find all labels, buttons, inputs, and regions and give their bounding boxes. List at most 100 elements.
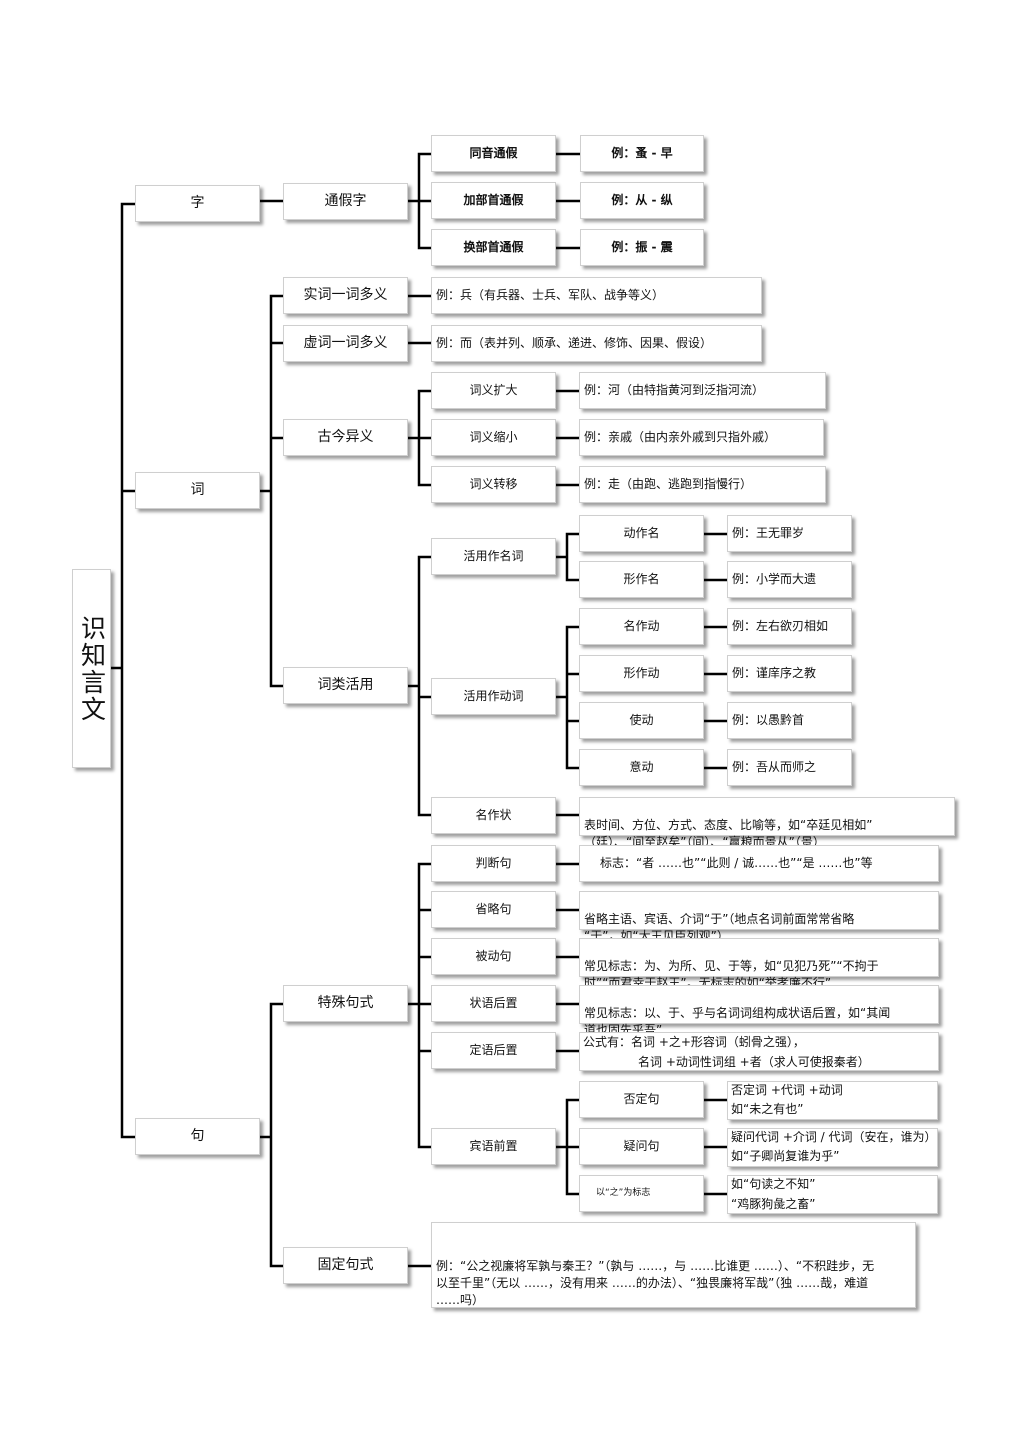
node-beidong-label: 被动句 [475,949,512,963]
example-suoxiao: 例：亲戚（由内亲外戚到只指外戚） [579,419,824,456]
example-mingzuozhuang: 表时间、方位、方式、态度、比喻等，如“卒廷见相如” （廷）、“间至赵矣”（间）、… [579,797,955,849]
node-huoyong-dongci-label: 活用作动词 [463,689,524,703]
node-jiabushou-label: 加部首通假 [463,193,524,207]
desc-panduan: 标志：“者 ……也”“此则 / 诚……也”“是 ……也”等 [579,845,939,882]
node-teshu-label: 特殊句式 [317,995,374,1011]
node-beidong: 被动句 [431,938,556,975]
node-huoyong-dongci: 活用作动词 [431,678,556,715]
example-yidong-text: 例：吾从而师之 [732,760,817,774]
node-zi-label: 字 [190,195,205,211]
node-guding: 固定句式 [283,1247,408,1284]
node-ju-label: 句 [190,1128,205,1144]
node-jiabushou: 加部首通假 [431,182,556,219]
node-tongjia: 通假字 [283,183,408,220]
root-node: 识知言文 [72,569,111,768]
example-xingzuodong-text: 例：谨庠序之教 [732,666,817,680]
example-shici: 例：兵（有兵器、士兵、军队、战争等义） [431,277,762,314]
node-xuci-label: 虚词一词多义 [303,335,388,351]
node-zhuangyu: 状语后置 [431,985,556,1022]
example-mingzuodong: 例：左右欲刃相如 [727,608,852,645]
node-shidong: 使动 [579,702,704,739]
desc-yiwen-line1: 疑问代词 +介词 / 代词（安在，谁为） [731,1130,937,1144]
node-xingzuodong-label: 形作动 [623,666,660,680]
node-mingzuozhuang-label: 名作状 [475,808,512,822]
node-zhuangyu-label: 状语后置 [469,996,518,1010]
desc-zhi-biaozhi: 如“句读之不知” “鸡豚狗彘之畜” [727,1175,938,1214]
example-zhuanyi-text: 例：走（由跑、逃跑到指慢行） [584,477,753,491]
example-jiabushou: 例：从 - 纵 [580,182,704,219]
desc-beidong: 常见标志：为、为所、见、于等，如“见犯乃死”“不拘于 时”“而君幸于赵王”。无标… [579,938,939,990]
desc-dingyu-line1: 公式有：名词 +之+形容词（蚓骨之强）， [583,1035,805,1049]
node-gujin: 古今异义 [283,419,408,456]
example-xuci: 例：而（表并列、顺承、递进、修饰、因果、假设） [431,325,762,362]
example-zhuanyi: 例：走（由跑、逃跑到指慢行） [579,466,826,503]
example-xingzuoming: 例：小学而大遗 [727,561,852,598]
desc-panduan-text: 标志：“者 ……也”“此则 / 诚……也”“是 ……也”等 [600,856,873,870]
node-fouding-label: 否定句 [623,1092,660,1106]
node-huanbushou: 换部首通假 [431,229,556,266]
node-zhi-biaozhi-label: 以“之”为标志 [596,1188,651,1198]
desc-zhi-biaozhi-line1: 如“句读之不知” [731,1177,816,1191]
node-shidong-label: 使动 [629,713,654,727]
node-zhuanyi-label: 词义转移 [469,477,518,491]
node-xingzuodong: 形作动 [579,655,704,692]
example-suoxiao-text: 例：亲戚（由内亲外戚到只指外戚） [584,430,777,444]
node-tongyin-label: 同音通假 [469,146,518,160]
desc-zhuangyu: 常见标志：以、于、乎与名词词组构成状语后置，如“其闻 道也固先乎吾” [579,985,939,1037]
node-ju: 句 [135,1118,260,1155]
node-xuci: 虚词一词多义 [283,325,408,362]
node-panduan-label: 判断句 [475,856,512,870]
example-xingzuodong: 例：谨庠序之教 [727,655,852,692]
example-guding-text: 例：“公之视廉将军孰与秦王？”（孰与 ……，与 ……比谁更 ……）、“不积跬步，… [436,1259,875,1307]
desc-yiwen: 疑问代词 +介词 / 代词（安在，谁为） 如“子卿尚复谁为乎” [727,1128,938,1167]
node-xingzuoming: 形作名 [579,561,704,598]
desc-dingyu: 公式有：名词 +之+形容词（蚓骨之强）， 名词 +动词性词组 +者（求人可使报秦… [579,1032,939,1071]
node-ci-label: 词 [190,482,205,498]
desc-shenglue: 省略主语、宾语、介词“于”（地点名词前面常常省略 “于”，如“大王见臣列观”） [579,891,939,943]
example-shidong-text: 例：以愚黔首 [732,713,805,727]
desc-fouding-line1: 否定词 +代词 +动词 [731,1083,843,1097]
node-huanbushou-label: 换部首通假 [463,240,524,254]
node-huoyong: 词类活用 [283,667,408,704]
node-zhuanyi: 词义转移 [431,466,556,503]
example-kuoda: 例：河（由特指黄河到泛指河流） [579,372,826,409]
node-shenglue-label: 省略句 [475,902,512,916]
node-dongzuoming-label: 动作名 [623,526,660,540]
node-suoxiao-label: 词义缩小 [469,430,518,444]
example-dongzuoming: 例：王无罪岁 [727,515,852,552]
node-yiwen-label: 疑问句 [623,1139,660,1153]
desc-zhi-biaozhi-line2: “鸡豚狗彘之畜” [731,1197,816,1211]
node-mingzuozhuang: 名作状 [431,797,556,834]
node-binyu: 宾语前置 [431,1128,556,1165]
example-shidong: 例：以愚黔首 [727,702,852,739]
example-huanbushou: 例：振 - 震 [580,229,704,266]
node-shici-label: 实词一词多义 [303,287,388,303]
node-huoyong-mingci-label: 活用作名词 [463,549,524,563]
desc-fouding: 否定词 +代词 +动词 如“未之有也” [727,1081,938,1120]
example-dongzuoming-text: 例：王无罪岁 [732,526,805,540]
node-yiwen: 疑问句 [579,1128,704,1165]
node-binyu-label: 宾语前置 [469,1139,518,1153]
example-xuci-text: 例：而（表并列、顺承、递进、修饰、因果、假设） [436,336,713,350]
node-xingzuoming-label: 形作名 [623,572,660,586]
node-mingzuodong-label: 名作动 [623,619,660,633]
example-yidong: 例：吾从而师之 [727,749,852,786]
node-fouding: 否定句 [579,1081,704,1118]
node-panduan: 判断句 [431,845,556,882]
example-guding: 例：“公之视廉将军孰与秦王？”（孰与 ……，与 ……比谁更 ……）、“不积跬步，… [431,1222,916,1308]
node-dingyu: 定语后置 [431,1032,556,1069]
example-mingzuodong-text: 例：左右欲刃相如 [732,619,829,633]
example-kuoda-text: 例：河（由特指黄河到泛指河流） [584,383,765,397]
node-shenglue: 省略句 [431,891,556,928]
example-xingzuoming-text: 例：小学而大遗 [732,572,817,586]
desc-yiwen-line2: 如“子卿尚复谁为乎” [731,1149,840,1163]
node-mingzuodong: 名作动 [579,608,704,645]
node-yidong-label: 意动 [629,760,654,774]
node-dingyu-label: 定语后置 [469,1043,518,1057]
example-jiabushou-text: 例：从 - 纵 [611,193,673,207]
example-shici-text: 例：兵（有兵器、士兵、军队、战争等义） [436,288,665,302]
example-tongyin: 例：蚤 - 早 [580,135,704,172]
example-huanbushou-text: 例：振 - 震 [611,240,673,254]
node-dongzuoming: 动作名 [579,515,704,552]
node-teshu: 特殊句式 [283,985,408,1022]
